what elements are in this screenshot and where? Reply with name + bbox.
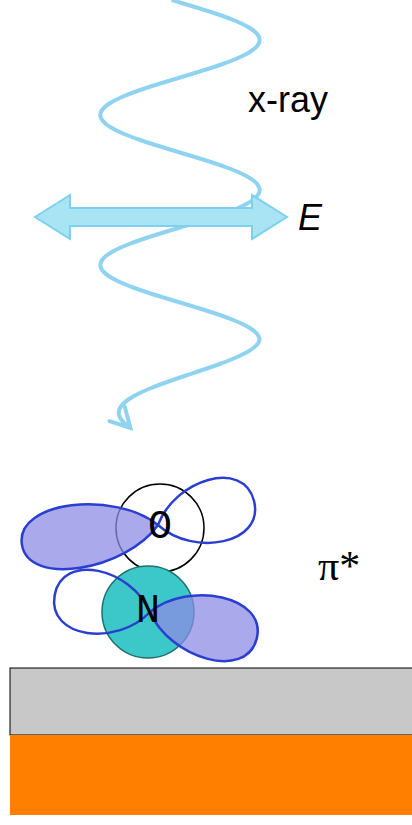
atom-symbol: O — [115, 483, 205, 573]
field-label: E — [298, 200, 322, 236]
atom-circle: O — [115, 483, 205, 573]
orbital-lobe — [150, 470, 261, 555]
surface-layer — [10, 668, 412, 735]
orbital-label: π* — [318, 545, 360, 587]
beam-label: x-ray — [248, 82, 328, 118]
wave-arrowhead — [109, 407, 130, 428]
atom-circle: N — [101, 565, 195, 659]
orbital-lobe — [17, 494, 162, 576]
orbital-lobe — [49, 564, 155, 643]
atom-fill — [102, 566, 194, 658]
substrate — [10, 735, 412, 815]
atom-fill — [116, 484, 204, 572]
orbital-lobe — [142, 581, 264, 669]
atom-symbol: N — [101, 565, 195, 659]
polarization-arrow — [35, 195, 287, 239]
